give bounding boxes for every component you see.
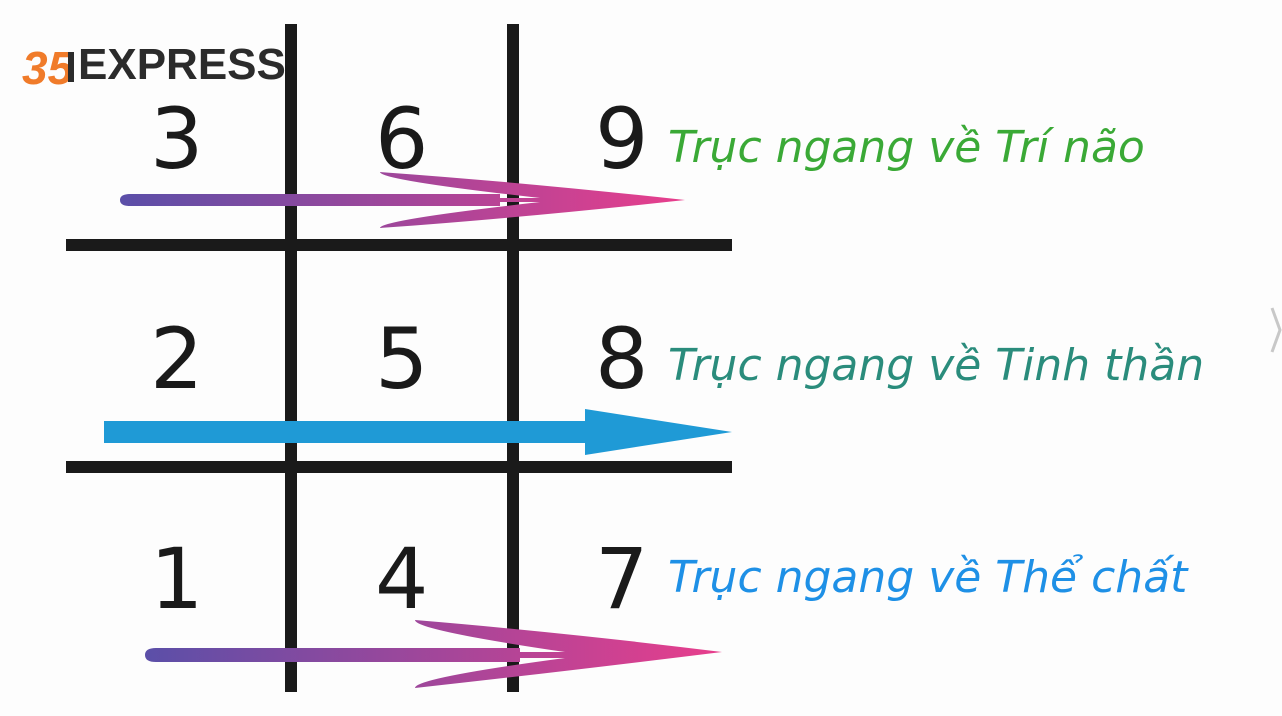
grid-cell-1: 1 [150, 530, 203, 628]
grid-cell-2: 2 [150, 310, 203, 408]
grid-line-horizontal-bottom [66, 461, 732, 473]
arrow-spirit-axis [104, 409, 732, 455]
grid-cell-3: 3 [150, 90, 203, 188]
grid-cell-4: 4 [375, 530, 428, 628]
arrow-brain-axis [120, 172, 685, 228]
grid-cell-6: 6 [375, 90, 428, 188]
grid-cell-9: 9 [595, 90, 648, 188]
axis-label-spirit: Trục ngang về Tinh thần [668, 340, 1204, 391]
grid-line-horizontal-top [66, 239, 732, 251]
grid-line-vertical-right [507, 24, 519, 692]
grid-cell-7: 7 [595, 530, 648, 628]
chevron-right-icon[interactable] [1270, 300, 1282, 360]
grid-numbers: 3 6 9 2 5 8 1 4 7 [150, 90, 648, 628]
arrow-physical-axis [145, 620, 722, 688]
axis-label-physical: Trục ngang về Thể chất [668, 552, 1189, 603]
grid-line-vertical-left [285, 24, 297, 692]
logo: 35 EXPRESS [22, 40, 286, 94]
logo-number: 35 [22, 42, 75, 94]
grid-cell-8: 8 [595, 310, 648, 408]
logo-text: EXPRESS [78, 40, 286, 89]
logo-divider [68, 52, 74, 82]
grid-cell-5: 5 [375, 310, 428, 408]
axis-label-brain: Trục ngang về Trí não [668, 122, 1145, 173]
